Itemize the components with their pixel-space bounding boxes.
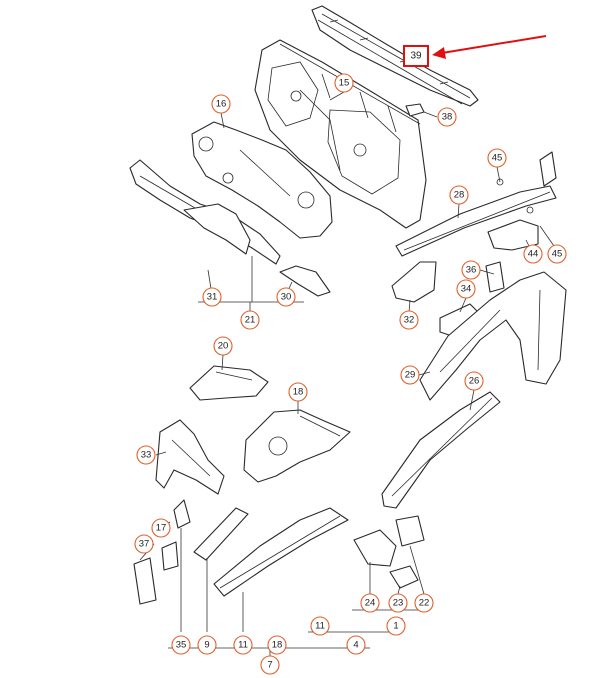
callout-21: 21 <box>240 310 260 330</box>
callout-15: 15 <box>334 73 354 93</box>
svg-text:4: 4 <box>353 640 358 651</box>
callout-24: 24 <box>360 593 380 613</box>
callout-35: 35 <box>171 635 191 655</box>
svg-text:23: 23 <box>393 598 404 609</box>
svg-text:38: 38 <box>442 112 453 123</box>
svg-text:7: 7 <box>267 660 272 671</box>
part-side-panel <box>155 419 225 495</box>
callout-22: 22 <box>414 593 434 613</box>
highlight-arrow <box>432 35 547 59</box>
callout-11-lower: 11 <box>233 635 253 655</box>
callout-30: 30 <box>276 287 296 307</box>
callout-18-upper: 18 <box>288 382 308 402</box>
part-upper-cross-member <box>395 151 557 257</box>
callout-32: 32 <box>399 310 419 330</box>
part-inner-wheel-arch <box>129 159 331 297</box>
svg-text:18: 18 <box>272 640 283 651</box>
svg-text:45: 45 <box>552 249 563 260</box>
svg-text:31: 31 <box>207 292 218 303</box>
svg-text:34: 34 <box>461 284 472 295</box>
part-firewall-panel <box>254 39 427 229</box>
callout-1: 1 <box>386 616 406 636</box>
callout-7: 7 <box>260 655 280 675</box>
part-bracket-right <box>487 178 539 251</box>
callout-20: 20 <box>213 336 233 356</box>
callout-45-bottom: 45 <box>547 244 567 264</box>
svg-text:30: 30 <box>281 292 292 303</box>
callout-26: 26 <box>464 371 484 391</box>
callout-34: 34 <box>456 279 476 299</box>
callout-23: 23 <box>388 593 408 613</box>
svg-text:33: 33 <box>141 450 152 461</box>
svg-text:16: 16 <box>216 99 227 110</box>
callout-33: 33 <box>136 445 156 465</box>
callout-17: 17 <box>151 518 171 538</box>
svg-text:36: 36 <box>466 265 477 276</box>
part-a-pillar <box>419 271 567 401</box>
part-lower-front <box>353 515 425 589</box>
callout-18-lower: 18 <box>267 635 287 655</box>
part-bracket-left <box>133 499 191 605</box>
svg-text:24: 24 <box>365 598 376 609</box>
svg-text:21: 21 <box>245 315 256 326</box>
svg-text:44: 44 <box>528 249 539 260</box>
part-support-bracket <box>391 261 505 337</box>
leader-lines <box>139 91 555 632</box>
svg-text:37: 37 <box>139 539 150 550</box>
callout-16: 16 <box>211 94 231 114</box>
callout-11-right: 11 <box>310 616 330 636</box>
part-wheel-housing <box>243 409 351 483</box>
callout-29: 29 <box>400 365 420 385</box>
svg-text:17: 17 <box>156 523 167 534</box>
svg-text:11: 11 <box>238 640 248 651</box>
svg-text:15: 15 <box>339 78 350 89</box>
callout-44: 44 <box>523 244 543 264</box>
callout-45-top: 45 <box>487 148 507 168</box>
part-insulation-mat <box>191 121 333 239</box>
part-bracket-small <box>189 365 269 401</box>
svg-text:1: 1 <box>393 621 398 632</box>
part-cowl-strip <box>311 5 479 107</box>
svg-text:39: 39 <box>410 51 422 62</box>
svg-text:18: 18 <box>293 387 304 398</box>
svg-text:20: 20 <box>218 341 229 352</box>
svg-text:35: 35 <box>176 640 187 651</box>
callout-38: 38 <box>437 107 457 127</box>
callout-4: 4 <box>346 635 366 655</box>
svg-text:22: 22 <box>419 598 430 609</box>
highlighted-callout-39: 39 <box>403 45 429 67</box>
callout-31: 31 <box>202 287 222 307</box>
svg-text:32: 32 <box>404 315 415 326</box>
svg-text:29: 29 <box>405 370 416 381</box>
callout-28: 28 <box>449 185 469 205</box>
callout-9: 9 <box>197 635 217 655</box>
svg-text:26: 26 <box>469 376 480 387</box>
svg-text:9: 9 <box>204 640 209 651</box>
svg-text:11: 11 <box>315 621 325 632</box>
callout-36: 36 <box>461 260 481 280</box>
svg-text:45: 45 <box>492 153 503 164</box>
part-clip <box>405 103 425 117</box>
part-longitudinal-member <box>381 391 501 509</box>
svg-text:28: 28 <box>454 190 465 201</box>
part-lower-members <box>193 507 349 597</box>
callout-37: 37 <box>134 534 154 554</box>
